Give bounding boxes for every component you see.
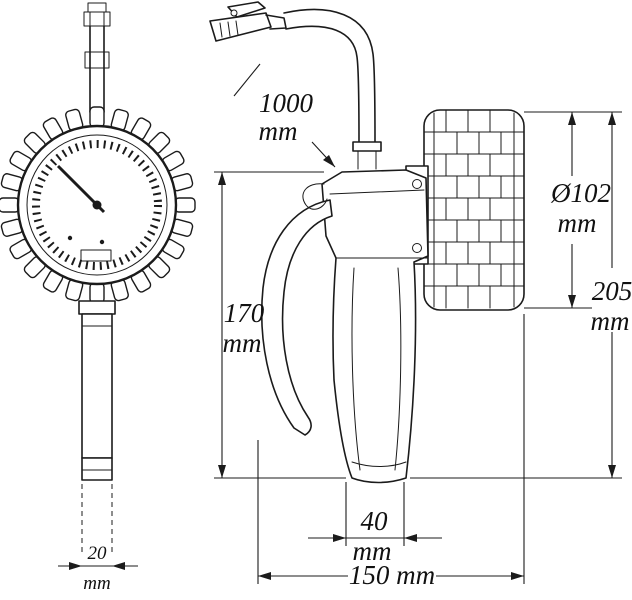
dim-overall-width-label: 150 mm bbox=[349, 560, 435, 590]
dim-body-height-value: 170 bbox=[224, 298, 265, 328]
protective-teeth-ring bbox=[0, 106, 196, 304]
bracket-screw-top bbox=[412, 179, 422, 189]
hose bbox=[283, 8, 382, 152]
dim-body-height-unit: mm bbox=[223, 328, 262, 358]
dim-hose-length-unit: mm bbox=[259, 116, 298, 146]
dim-overall-height-value: 205 bbox=[592, 276, 632, 306]
side-view-inflator: 1000 mm 170 mm Ø102 mm 205 bbox=[209, 1, 632, 590]
dim-probe-width-unit: mm bbox=[83, 573, 110, 594]
dim-overall-height-unit: mm bbox=[591, 306, 630, 336]
air-chuck bbox=[209, 1, 287, 42]
dim-hose-length-value: 1000 bbox=[259, 88, 314, 118]
dimension-body-height: 170 mm bbox=[214, 171, 346, 479]
trigger-lever bbox=[260, 199, 333, 436]
probe-handle bbox=[78, 300, 116, 481]
hose-connector bbox=[352, 141, 382, 152]
dim-probe-width-value: 20 bbox=[88, 543, 108, 564]
dimension-overall-height: 205 mm bbox=[410, 111, 632, 479]
bracket-screw-bottom bbox=[412, 243, 422, 253]
dial-window bbox=[80, 249, 112, 262]
dimension-hose-length: 1000 mm bbox=[233, 63, 336, 168]
dim-grip-width-unit: mm bbox=[353, 536, 392, 566]
needle-hub bbox=[92, 200, 102, 210]
hanging-hook bbox=[302, 183, 328, 210]
dimension-gauge-diameter: Ø102 mm bbox=[524, 112, 611, 309]
dimension-overall-width: 150 mm bbox=[257, 314, 525, 590]
dial-tick-marks bbox=[32, 140, 162, 270]
dim-grip-width-value: 40 bbox=[361, 506, 389, 536]
gauge-stem bbox=[84, 25, 110, 113]
dim-gauge-diameter-unit: mm bbox=[558, 208, 597, 238]
top-valve-connector bbox=[83, 2, 111, 27]
dimension-grip-width: 40 mm bbox=[308, 482, 442, 566]
ribbed-gauge-drum bbox=[423, 109, 525, 311]
front-view-gauge: 20 mm bbox=[0, 2, 196, 594]
dim-gauge-diameter-value: Ø102 bbox=[550, 178, 611, 208]
gauge-dial bbox=[16, 124, 178, 286]
dimension-probe-width: 20 mm bbox=[58, 484, 138, 594]
gun-body bbox=[321, 150, 429, 484]
